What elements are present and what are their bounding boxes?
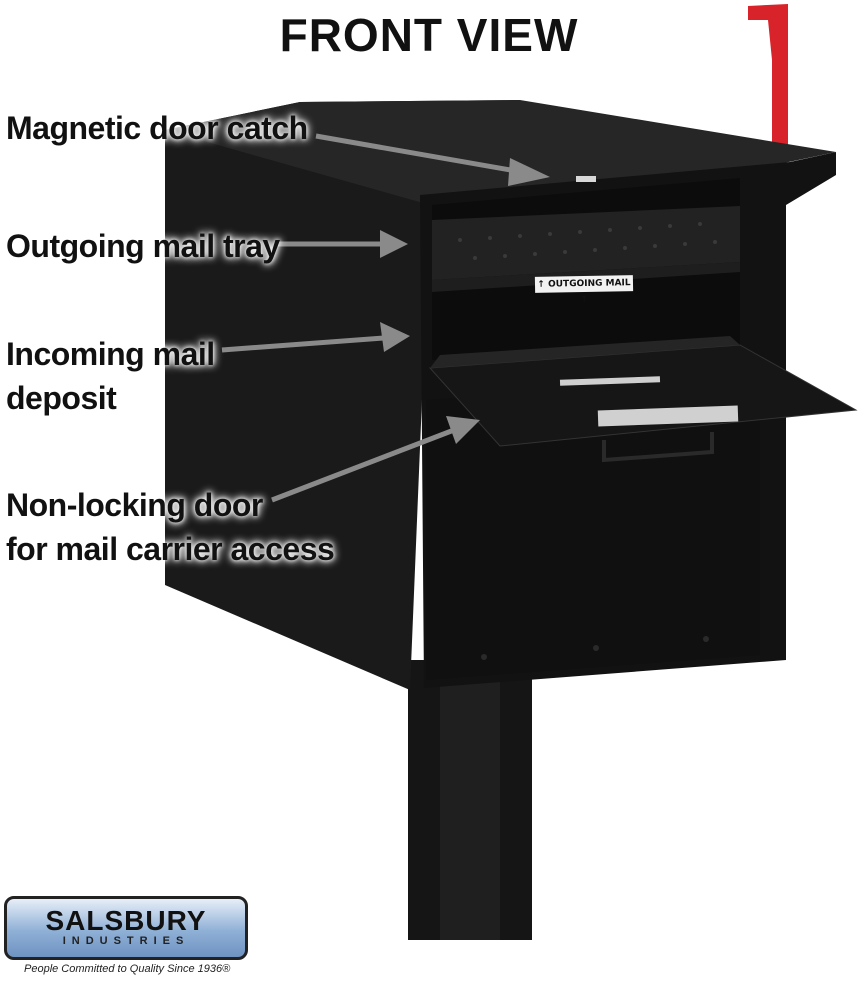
callout-incoming-mail-line2: deposit: [6, 380, 117, 416]
outgoing-mail-label: ↑ OUTGOING MAIL ↑: [534, 275, 634, 305]
callout-outgoing-mail-tray: Outgoing mail tray: [6, 228, 280, 264]
mailbox-side: [165, 100, 520, 690]
callout-incoming-mail-line1: Incoming mail: [6, 336, 215, 372]
callout-magnetic-door-catch: Magnetic door catch: [6, 110, 308, 146]
brand-tagline: People Committed to Quality Since 1936®: [24, 963, 231, 975]
outgoing-mail-tray: [432, 206, 740, 280]
flap-plate: [597, 405, 739, 427]
magnetic-catch: [576, 176, 596, 182]
callout-door-line1: Non-locking door: [6, 487, 263, 523]
mailbox-top: [165, 100, 836, 205]
callout-door-line2: for mail carrier access: [6, 531, 335, 567]
logo-subtitle: INDUSTRIES: [62, 935, 190, 947]
salsbury-logo: SALSBURY INDUSTRIES: [4, 896, 248, 960]
page-title: FRONT VIEW: [279, 9, 579, 61]
logo-name: SALSBURY: [45, 905, 207, 936]
callout-arrows: [221, 133, 550, 503]
flag-icon: [748, 4, 788, 60]
